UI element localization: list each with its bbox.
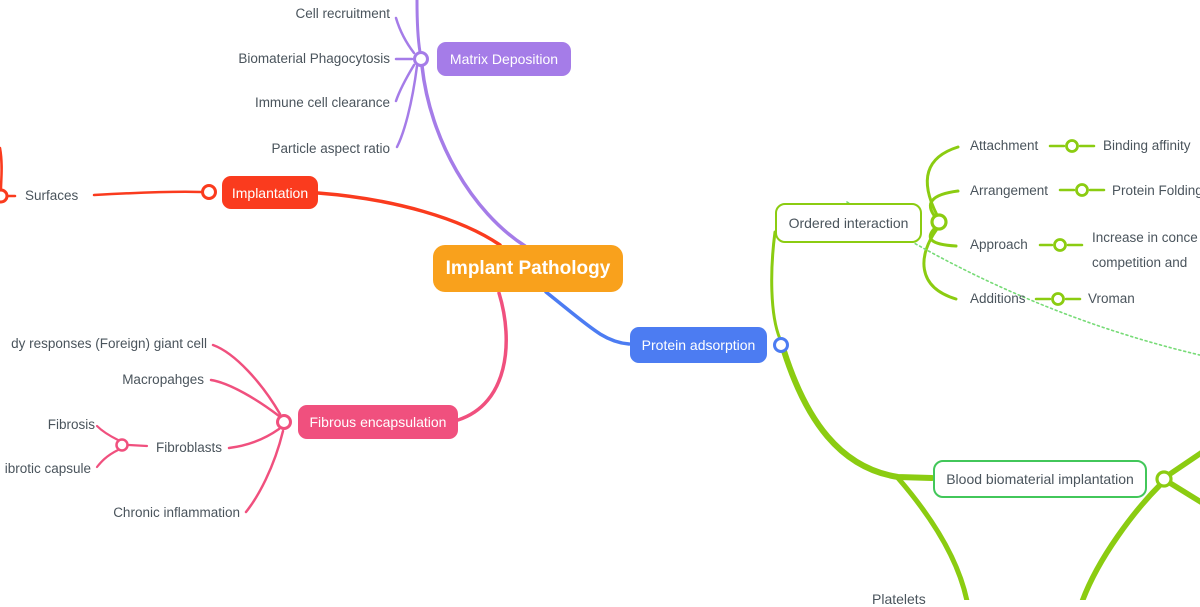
branch-line xyxy=(544,290,631,346)
branch-line xyxy=(95,424,120,442)
label-protein-folding[interactable]: Protein Folding xyxy=(1112,183,1200,198)
branch-line xyxy=(770,230,782,341)
branch-line xyxy=(1167,480,1200,505)
connector-ring[interactable] xyxy=(1155,470,1173,488)
label-macropahges[interactable]: Macropahges xyxy=(122,372,204,387)
branch-line xyxy=(0,146,3,191)
label-fibrotic-capsule[interactable]: ibrotic capsule xyxy=(4,461,91,476)
label-increase-line2: competition and xyxy=(1092,255,1188,270)
branch-line xyxy=(415,0,422,54)
branch-line xyxy=(925,145,960,217)
connector-ring[interactable] xyxy=(1051,292,1065,306)
connector-ring[interactable] xyxy=(930,213,948,231)
label-cell-recruitment[interactable]: Cell recruitment xyxy=(295,6,390,21)
label-increase-line1: Increase in conce xyxy=(1092,230,1198,245)
branch-line xyxy=(244,429,285,514)
connector-ring[interactable] xyxy=(1065,139,1079,153)
connector-ring[interactable] xyxy=(201,184,217,200)
connector-ring[interactable] xyxy=(1075,183,1089,197)
branch-line xyxy=(928,225,958,248)
branch-line xyxy=(95,448,120,469)
node-fibrous-encapsulation[interactable]: Fibrous encapsulation xyxy=(298,405,458,439)
label-particle-aspect-ratio[interactable]: Particle aspect ratio xyxy=(271,141,390,156)
branch-line xyxy=(1167,450,1200,477)
branch-line xyxy=(92,190,203,197)
branch-line xyxy=(420,64,527,248)
connector-ring[interactable] xyxy=(115,438,129,452)
connector-ring[interactable] xyxy=(276,414,292,430)
label-increase-concentration[interactable]: Increase in conce competition and xyxy=(1092,225,1198,275)
label-fibrosis[interactable]: Fibrosis xyxy=(47,417,95,432)
label-attachment[interactable]: Attachment xyxy=(970,138,1039,153)
branch-line xyxy=(209,378,281,418)
branch-line xyxy=(922,227,958,301)
branch-line xyxy=(395,64,419,149)
label-surfaces[interactable]: Surfaces xyxy=(25,188,79,203)
label-biomaterial-phagocytosis[interactable]: Biomaterial Phagocytosis xyxy=(238,51,390,66)
label-binding-affinity[interactable]: Binding affinity xyxy=(1103,138,1191,153)
branch-line xyxy=(781,348,935,481)
connector-ring[interactable] xyxy=(413,51,429,67)
connector-ring[interactable] xyxy=(773,337,789,353)
label-giant-cell[interactable]: dy responses (Foreign) giant cell xyxy=(11,336,207,351)
label-vroman[interactable]: Vroman xyxy=(1088,291,1135,306)
label-immune-cell-clearance[interactable]: Immune cell clearance xyxy=(254,95,390,110)
branch-line xyxy=(456,291,508,422)
node-blood-biomaterial-implantation[interactable]: Blood biomaterial implantation xyxy=(933,460,1147,498)
label-arrangement[interactable]: Arrangement xyxy=(970,183,1049,198)
branch-line xyxy=(127,443,149,448)
node-ordered-interaction[interactable]: Ordered interaction xyxy=(775,203,922,243)
connector-ring[interactable] xyxy=(0,188,9,204)
branch-line xyxy=(394,16,416,55)
label-chronic-inflammation[interactable]: Chronic inflammation xyxy=(113,505,240,520)
branch-line xyxy=(929,189,960,220)
branch-line xyxy=(227,427,281,450)
connector-ring[interactable] xyxy=(1053,238,1067,252)
label-approach[interactable]: Approach xyxy=(970,237,1028,252)
branch-line xyxy=(211,343,282,416)
node-implantation[interactable]: Implantation xyxy=(222,176,318,209)
branch-line xyxy=(394,63,416,103)
label-fibroblasts[interactable]: Fibroblasts xyxy=(155,440,222,455)
label-additions[interactable]: Additions xyxy=(970,291,1026,306)
node-protein-adsorption[interactable]: Protein adsorption xyxy=(630,327,767,363)
label-platelets[interactable]: Platelets xyxy=(872,591,926,607)
branch-line xyxy=(1079,482,1163,600)
node-matrix-deposition[interactable]: Matrix Deposition xyxy=(437,42,571,76)
branch-line xyxy=(316,191,502,247)
node-implant-pathology[interactable]: Implant Pathology xyxy=(433,245,623,292)
